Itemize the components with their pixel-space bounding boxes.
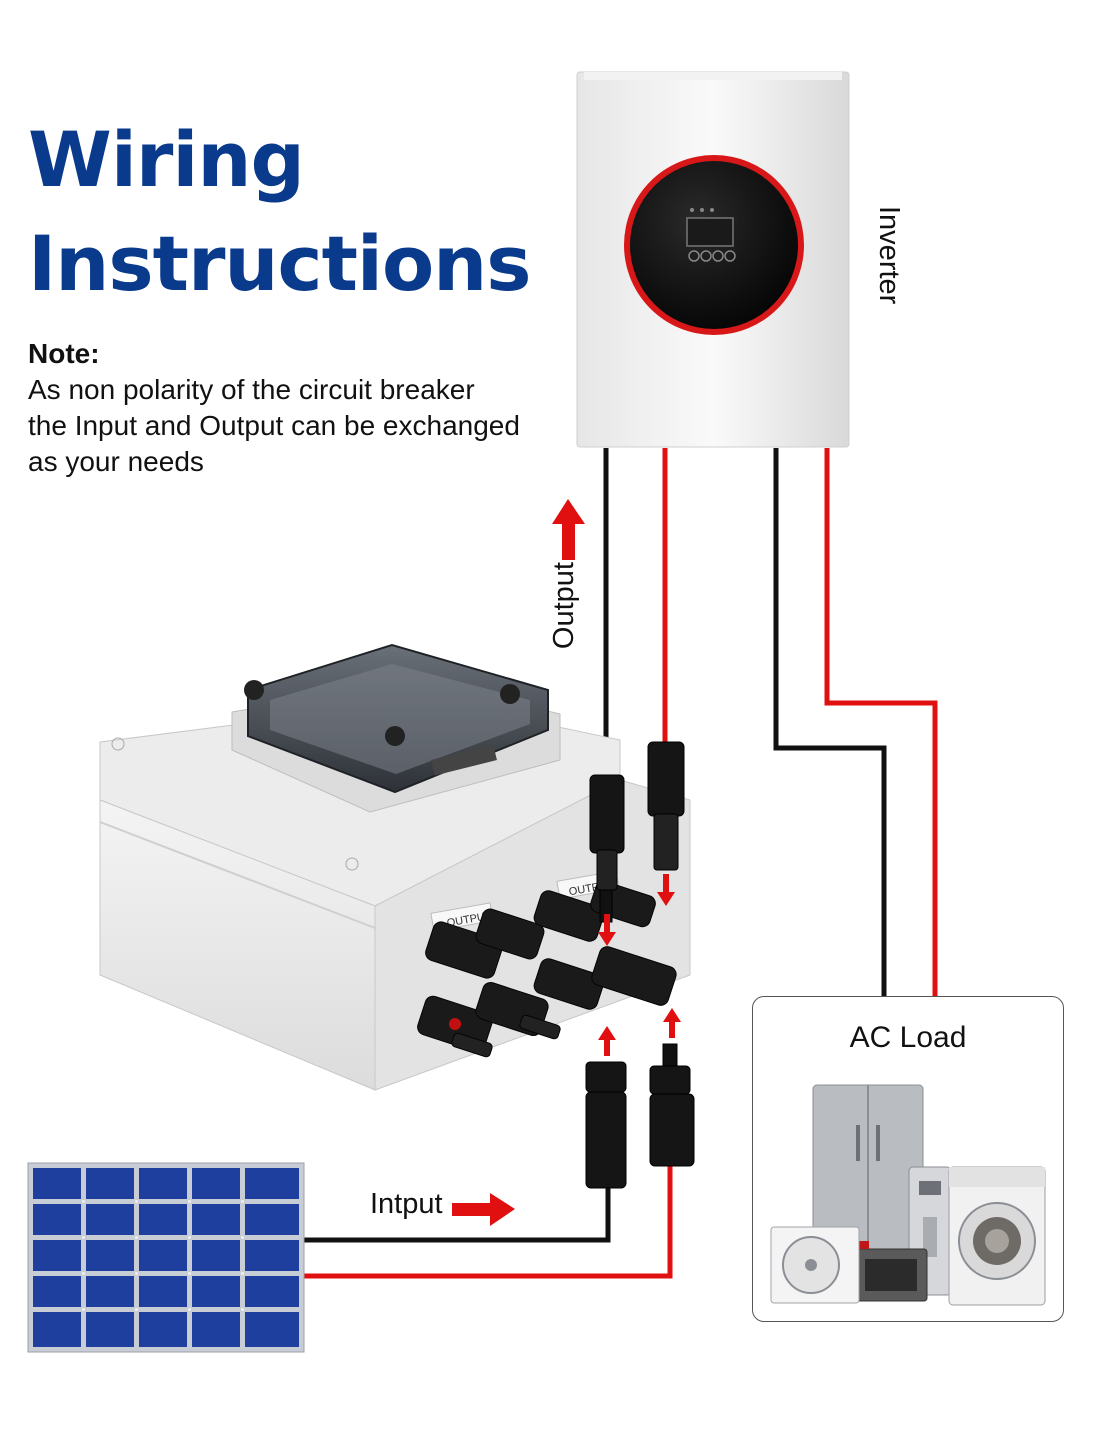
output-label: Output [548,562,580,650]
lid-knob-icon [244,680,264,700]
arrow-up-icon [598,1026,616,1056]
lid-knob-icon [500,684,520,704]
negative-wire-ac [773,448,887,996]
note-heading: Note: [28,338,100,369]
arrow-down-icon [657,874,675,906]
fridge-icon [812,1084,924,1266]
page-title: Wiring Instructions [28,108,532,316]
note-line-1: As non polarity of the circuit breaker [28,374,475,405]
solar-cells [33,1168,299,1347]
title-line-2: Instructions [28,219,532,308]
positive-wire-input [302,1163,673,1279]
input-arrow-icon [452,1193,515,1226]
arrow-down-icon [598,914,616,946]
inverter-display [686,217,734,247]
wires [302,448,938,1279]
positive-wire-ac [824,448,938,996]
note-line-3: as your needs [28,446,204,477]
input-label: Intput [370,1188,443,1220]
title-line-1: Wiring [28,115,305,204]
input-plugs [585,1043,695,1189]
note-line-2: the Input and Output can be exchanged [28,410,520,441]
negative-wire-input [302,1185,611,1243]
appliances-illustration [770,1084,1046,1306]
arrow-up-icon [663,1008,681,1038]
solar-panel [27,1162,305,1353]
inverter [576,71,850,448]
ac-load-title: AC Load [849,1021,967,1054]
note-block: Note: As non polarity of the circuit bre… [28,336,568,480]
inverter-buttons-icon [688,250,736,262]
washing-machine-icon [948,1166,1046,1306]
inverter-label: Inverter [873,206,905,305]
ac-load-box: AC Load [752,996,1064,1322]
lid-knob-icon [385,726,405,746]
oven-icon [845,1241,928,1302]
output-arrow-icon [552,499,585,560]
flow-arrows [598,874,681,1056]
air-conditioner-icon [770,1226,860,1304]
